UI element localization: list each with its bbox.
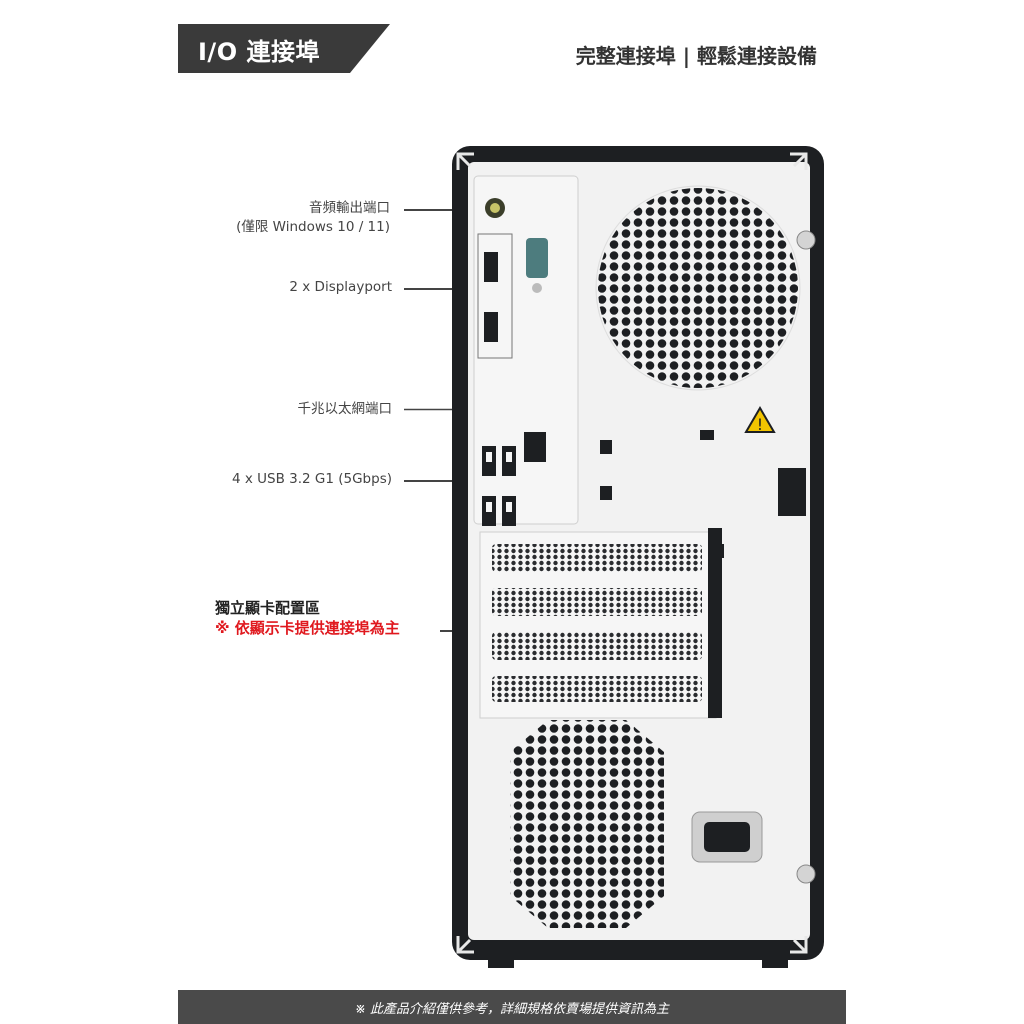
leader-audio — [404, 209, 490, 211]
leader-usb — [404, 480, 482, 482]
callout-usb: 4 x USB 3.2 G1 (5Gbps) — [231, 471, 392, 487]
io-shield — [473, 175, 579, 525]
displayport-group — [477, 233, 513, 359]
pcie-slot-covers — [492, 544, 702, 702]
section-banner: I/O 連接埠 — [178, 24, 390, 73]
tower-rear-illustration: ! — [452, 146, 824, 968]
displayport-1 — [484, 252, 498, 282]
callout-audio-note: (僅限 Windows 10 / 11) — [236, 219, 390, 235]
callout-gpu-title: 獨立顯卡配置區 — [215, 599, 321, 617]
callout-audio: 音頻輸出端口 (僅限 Windows 10 / 11) — [236, 199, 390, 237]
serial-port — [526, 238, 548, 278]
foot-left — [488, 956, 514, 968]
section-tagline: 完整連接埠 | 輕鬆連接設備 — [575, 44, 817, 68]
banner-shape — [178, 24, 390, 73]
displayport-2 — [484, 312, 498, 342]
warning-icon — [744, 406, 776, 433]
pcie-bracket — [708, 528, 722, 718]
foot-right — [762, 956, 788, 968]
footer-bar: ※ 此產品介紹僅供參考，詳細規格依賣場提供資訊為主 — [178, 990, 846, 1024]
thumb-screw-bottom — [796, 864, 816, 884]
callout-ethernet: 千兆以太網端口 — [297, 401, 393, 417]
leader-displayport — [404, 288, 492, 290]
ethernet-port — [524, 432, 546, 462]
fan-grille — [598, 188, 798, 388]
psu-fan-grille — [510, 720, 664, 928]
svg-text:!: ! — [757, 415, 763, 434]
callout-gpu-note: ※ 依顯示卡提供連接埠為主 — [215, 619, 400, 637]
callout-gpu: 獨立顯卡配置區 ※ 依顯示卡提供連接埠為主 — [215, 598, 400, 638]
section-title: I/O 連接埠 — [198, 38, 320, 66]
callout-audio-title: 音頻輸出端口 — [309, 200, 390, 216]
callout-displayport: 2 x Displayport — [289, 279, 392, 295]
footer-disclaimer: ※ 此產品介紹僅供參考，詳細規格依賣場提供資訊為主 — [354, 1002, 670, 1017]
thumb-screw-top — [796, 230, 816, 250]
